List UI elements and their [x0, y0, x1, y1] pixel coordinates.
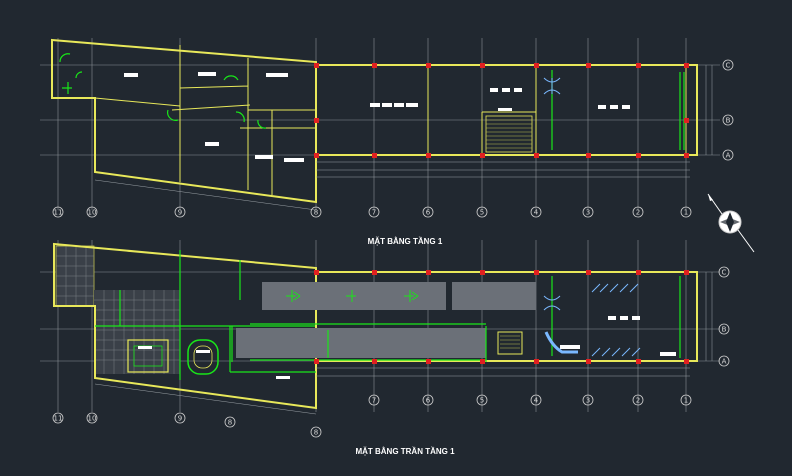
light-fixtures — [286, 290, 419, 302]
ramp — [544, 331, 578, 354]
axis-label: 7 — [372, 209, 376, 217]
axis-label: 5 — [480, 209, 484, 217]
dimension-lines-plan-2 — [94, 272, 713, 415]
axis-label: 9 — [178, 415, 182, 423]
axis-label: A — [722, 358, 727, 366]
oval-ceiling-feature — [187, 339, 219, 375]
axis-bubbles-plan-1: 1 2 3 4 5 6 7 8 9 10 11 C B A — [52, 59, 734, 218]
axis-label: 10 — [88, 415, 97, 423]
floor-plan-2 — [40, 240, 720, 415]
dimension-lines-plan-1 — [94, 65, 713, 211]
main-block-partitions — [427, 65, 698, 155]
axis-label: 11 — [54, 415, 63, 423]
main-block-outline-plan-2 — [315, 271, 698, 362]
axis-label: 10 — [88, 209, 97, 217]
axis-label: 7 — [372, 397, 376, 405]
tiled-ceiling-area — [55, 245, 180, 374]
stair-plan-2 — [497, 331, 523, 355]
plan-1-title: MẶT BẰNG TẦNG 1 — [368, 236, 443, 246]
axis-label: 8 — [314, 209, 318, 217]
axis-label: 3 — [586, 209, 590, 217]
axis-label: B — [726, 117, 731, 125]
axis-bubbles-plan-2: 1 2 3 4 5 6 7 8 8 9 10 11 C B A — [52, 266, 730, 438]
grid-lines-plan-1 — [40, 38, 720, 210]
axis-label: A — [726, 152, 731, 160]
axis-label: 1 — [684, 397, 688, 405]
ceiling-light-lines — [231, 276, 681, 362]
axis-label: 6 — [426, 397, 431, 405]
glass-partitions-plan-1 — [551, 70, 685, 150]
door-swings-left-wing — [59, 53, 267, 129]
plan-2-title: MẶT BẰNG TRẦN TẦNG 1 — [355, 446, 455, 456]
axis-label: 4 — [534, 209, 539, 217]
axis-label: 1 — [684, 209, 688, 217]
axis-label: 9 — [178, 209, 182, 217]
room-tags-plan-1 — [124, 72, 630, 162]
axis-label: 6 — [426, 209, 431, 217]
hatched-ceiling-strips — [236, 282, 536, 358]
ceiling-panel — [127, 339, 169, 373]
floor-plan-1 — [40, 38, 720, 211]
axis-label: C — [722, 269, 727, 277]
left-wing-outline — [51, 38, 317, 204]
axis-label: 2 — [636, 397, 640, 405]
axis-label: 8 — [314, 429, 318, 437]
left-wing-inner-walls — [94, 45, 316, 195]
axis-label: B — [722, 326, 727, 334]
axis-label: 11 — [54, 209, 63, 217]
axis-label: 8 — [228, 419, 232, 427]
axis-label: 3 — [586, 397, 590, 405]
ceiling-green-outlines — [95, 250, 316, 380]
axis-label: 5 — [480, 397, 484, 405]
axis-label: 2 — [636, 209, 640, 217]
revolving-door-plan-1 — [543, 77, 561, 95]
columns-plan-2 — [314, 270, 689, 364]
compass-icon — [707, 193, 755, 253]
light-fixture-arrows — [543, 283, 641, 357]
columns-plan-1 — [314, 63, 689, 158]
axis-label: 4 — [534, 397, 539, 405]
axis-label: C — [726, 62, 731, 70]
left-wing-outline-plan-2 — [53, 242, 317, 410]
stair-plan-1 — [485, 115, 533, 153]
room-tags-plan-2 — [138, 316, 676, 379]
